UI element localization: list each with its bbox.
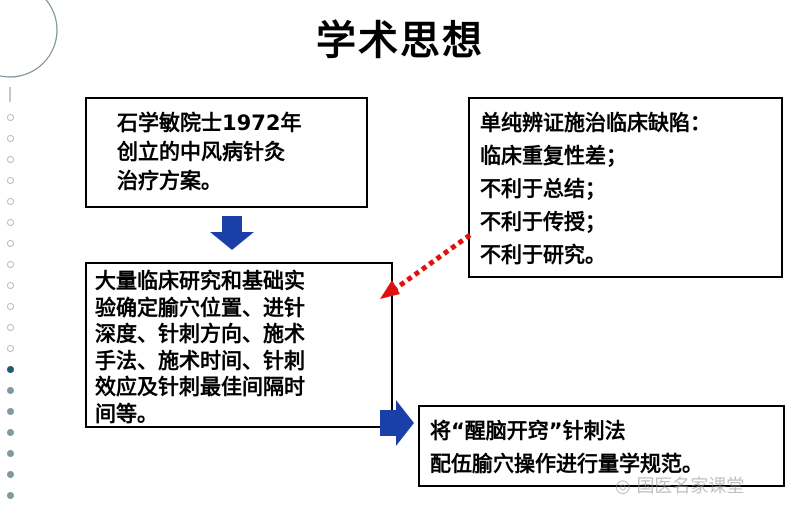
decorative-dot	[7, 198, 14, 205]
decorative-dot	[7, 471, 14, 478]
decorative-dot	[7, 114, 14, 121]
decorative-dot	[7, 429, 14, 436]
text-line: 手法、施术时间、针刺	[95, 348, 305, 373]
text-line: 效应及针刺最佳间隔时	[95, 375, 305, 399]
deficits-box: 单纯辨证施治临床缺陷： 临床重复性差； 不利于总结； 不利于传授； 不利于研究。	[468, 97, 783, 278]
decorative-dot	[7, 387, 14, 394]
decorative-dot	[7, 261, 14, 268]
text-line: 石学敏院士1972年	[117, 111, 302, 135]
text-line: 将“醒脑开窍”针刺法	[430, 419, 626, 443]
text-line: 不利于研究。	[480, 243, 606, 267]
decorative-dot	[7, 240, 14, 247]
decorative-dot	[7, 408, 14, 415]
research-box: 大量临床研究和基础实 验确定腧穴位置、进针 深度、针刺方向、施术 手法、施术时间…	[85, 262, 393, 428]
decorative-dot	[7, 282, 14, 289]
result-box: 将“醒脑开窍”针刺法 配伍腧穴操作进行量学规范。	[418, 405, 785, 487]
text-line: 配伍腧穴操作进行量学规范。	[430, 452, 703, 476]
text-line: 不利于总结；	[480, 177, 606, 201]
text-line: 临床重复性差；	[480, 144, 627, 168]
decorative-dot	[7, 366, 14, 373]
decorative-dot	[7, 324, 14, 331]
text-line: 治疗方案。	[117, 169, 222, 193]
decorative-dot	[7, 345, 14, 352]
down-arrow-icon	[210, 216, 254, 250]
text-line: 创立的中风病针灸	[117, 140, 285, 164]
decorative-dot	[7, 177, 14, 184]
origin-box: 石学敏院士1972年 创立的中风病针灸 治疗方案。	[85, 97, 368, 208]
decorative-circle-icon	[0, 0, 58, 102]
dotted-arrow-line	[393, 232, 472, 292]
decorative-dot	[7, 450, 14, 457]
watermark: ◎ 国医名家课堂	[615, 476, 745, 497]
text-line: 大量临床研究和基础实	[95, 269, 305, 293]
text-line: 单纯辨证施治临床缺陷：	[480, 111, 711, 135]
text-line: 不利于传授；	[480, 210, 606, 234]
text-line: 深度、针刺方向、施术	[95, 322, 305, 346]
text-line: 间等。	[95, 401, 158, 426]
decorative-dot	[7, 156, 14, 163]
decorative-dot	[7, 219, 14, 226]
decorative-dot	[7, 492, 14, 499]
text-line: 验确定腧穴位置、进针	[95, 295, 305, 320]
slide-title: 学术思想	[316, 17, 484, 64]
wechat-icon: ◎	[615, 476, 637, 497]
decorative-dot	[7, 303, 14, 310]
decorative-dot	[7, 135, 14, 142]
